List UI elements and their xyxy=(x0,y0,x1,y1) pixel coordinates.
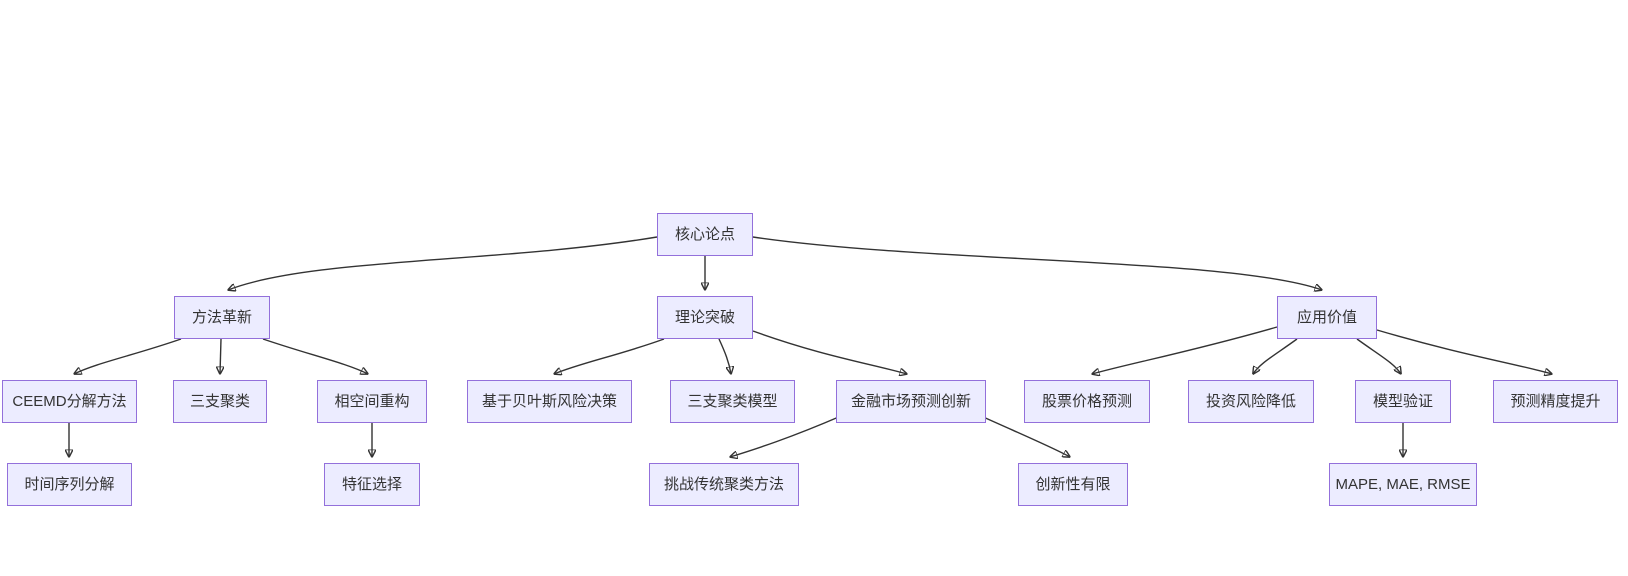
edge-core-thesis-to-method-innovation xyxy=(228,236,658,290)
edge-method-innovation-to-phase-space-reconstruction xyxy=(262,338,368,374)
node-stock-price-prediction: 股票价格预测 xyxy=(1024,380,1150,423)
edge-core-thesis-to-application-value xyxy=(752,236,1322,290)
node-model-validation: 模型验证 xyxy=(1355,380,1451,423)
node-time-series-decomposition: 时间序列分解 xyxy=(7,463,132,506)
node-feature-selection: 特征选择 xyxy=(324,463,420,506)
node-bayesian-risk-decision: 基于贝叶斯风险决策 xyxy=(467,380,632,423)
node-financial-market-forecast-innovation: 金融市场预测创新 xyxy=(836,380,986,423)
node-error-metrics: MAPE, MAE, RMSE xyxy=(1329,463,1477,506)
node-three-way-clustering: 三支聚类 xyxy=(173,380,267,423)
edge-application-value-to-stock-price-prediction xyxy=(1092,326,1278,374)
node-core-thesis: 核心论点 xyxy=(657,213,753,256)
edge-financial-market-forecast-innovation-to-challenge-traditional-clustering xyxy=(730,415,842,457)
node-forecast-accuracy-improvement: 预测精度提升 xyxy=(1493,380,1618,423)
node-limited-innovation: 创新性有限 xyxy=(1018,463,1128,506)
edge-theoretical-breakthrough-to-financial-market-forecast-innovation xyxy=(752,330,907,374)
edge-method-innovation-to-three-way-clustering xyxy=(220,338,221,374)
edge-application-value-to-investment-risk-reduction xyxy=(1253,338,1298,374)
edge-financial-market-forecast-innovation-to-limited-innovation xyxy=(980,415,1070,457)
node-three-way-clustering-model: 三支聚类模型 xyxy=(670,380,795,423)
node-theoretical-breakthrough: 理论突破 xyxy=(657,296,753,339)
edge-application-value-to-model-validation xyxy=(1356,338,1401,374)
node-application-value: 应用价值 xyxy=(1277,296,1377,339)
node-ceemd-decomposition: CEEMD分解方法 xyxy=(2,380,137,423)
edge-theoretical-breakthrough-to-bayesian-risk-decision xyxy=(554,338,665,374)
edge-application-value-to-forecast-accuracy-improvement xyxy=(1376,329,1552,374)
edge-theoretical-breakthrough-to-three-way-clustering-model xyxy=(718,338,731,374)
edge-method-innovation-to-ceemd-decomposition xyxy=(74,338,182,374)
node-method-innovation: 方法革新 xyxy=(174,296,270,339)
node-challenge-traditional-clustering: 挑战传统聚类方法 xyxy=(649,463,799,506)
node-phase-space-reconstruction: 相空间重构 xyxy=(317,380,427,423)
node-investment-risk-reduction: 投资风险降低 xyxy=(1188,380,1314,423)
